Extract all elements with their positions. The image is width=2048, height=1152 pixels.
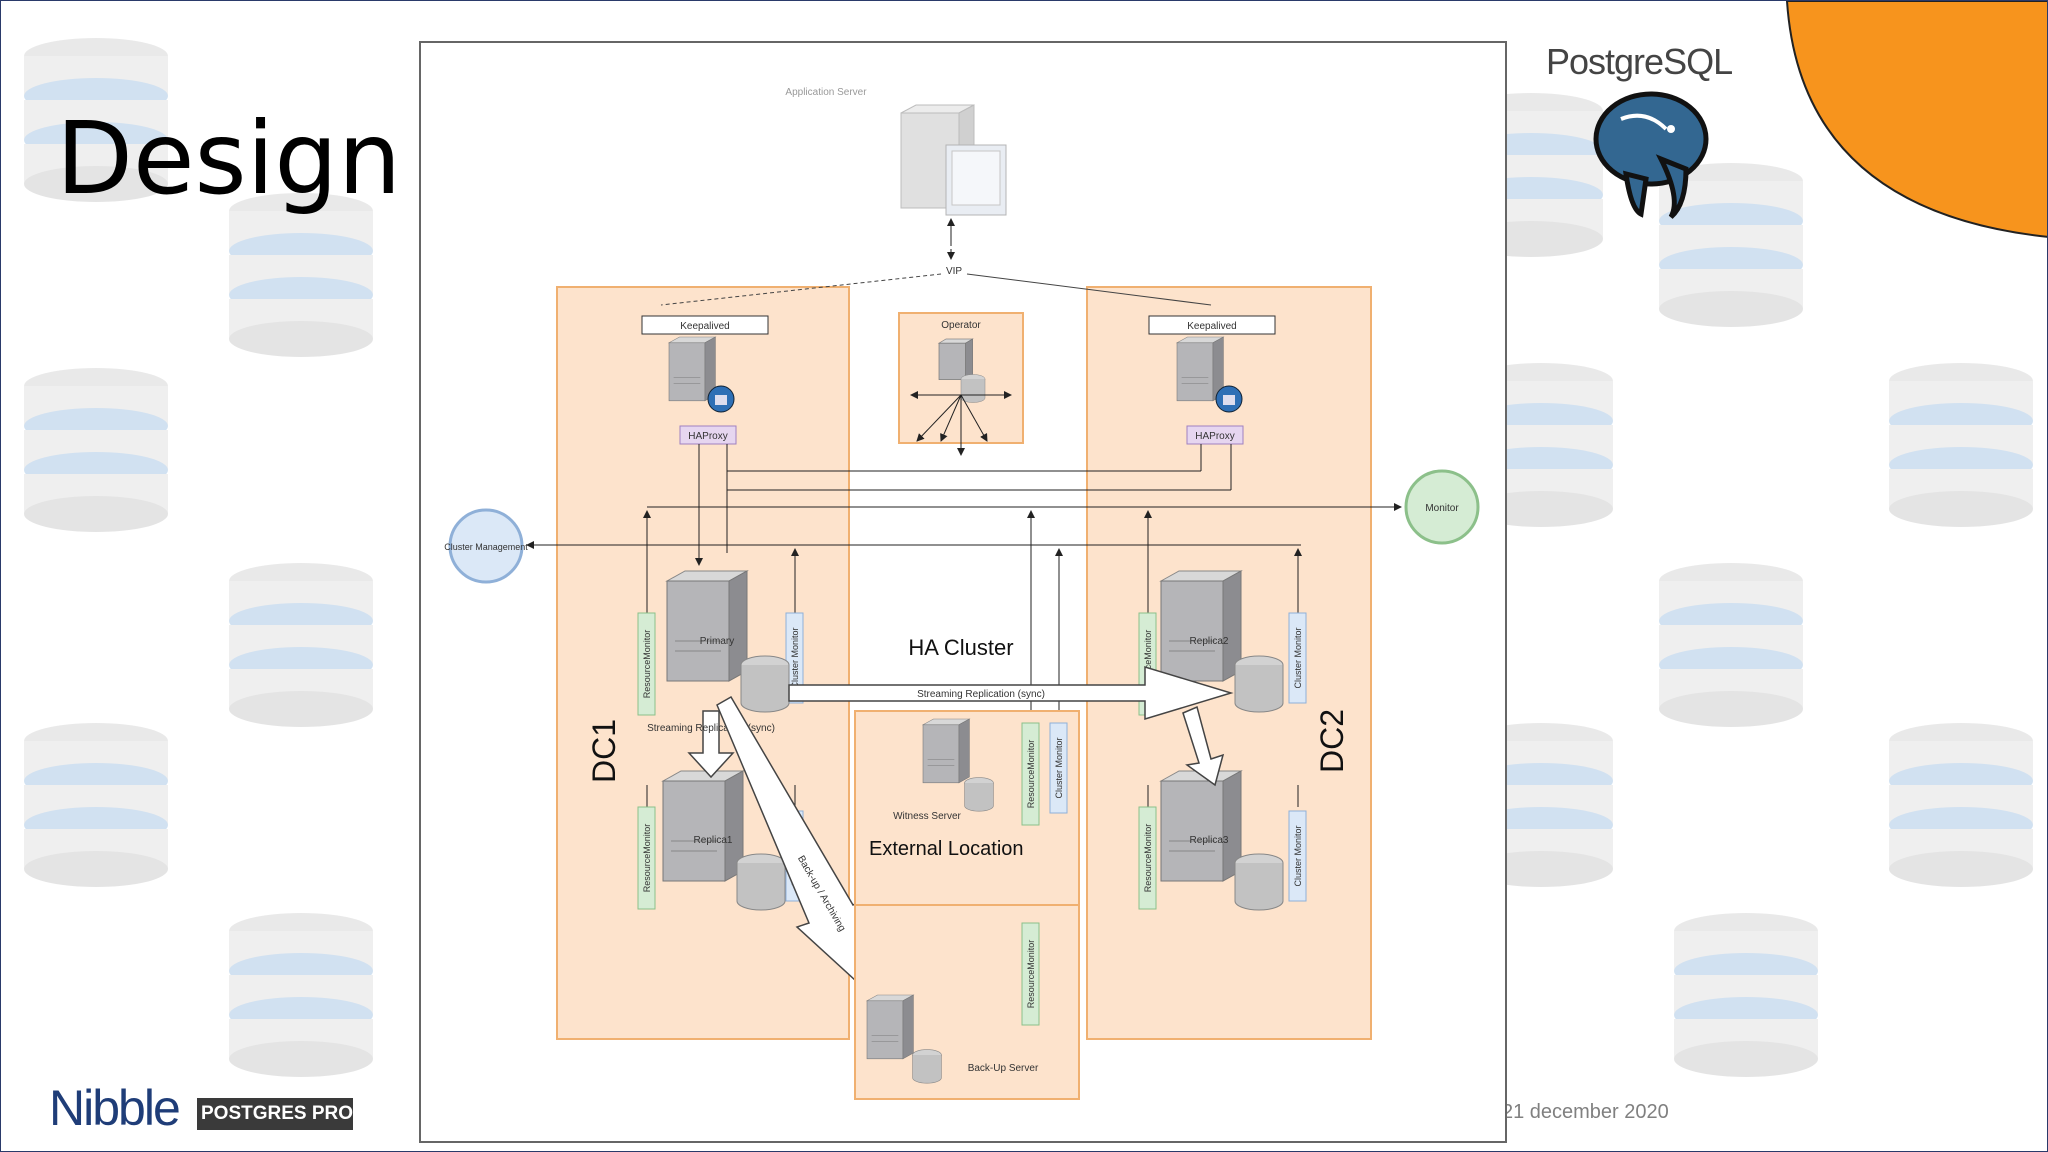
operator-label: Operator [941,320,981,331]
backup-server-label: Back-Up Server [968,1063,1039,1074]
haproxy-right-label: HAProxy [1195,431,1234,442]
cluster-monitor-label: Cluster Monitor [1054,737,1064,798]
architecture-diagram: Application Server VIP DC1 DC2 Operator [419,41,1507,1143]
orange-corner-shape [1785,1,2047,238]
primary-label: Primary [700,636,734,647]
monitor-label: Monitor [1425,503,1459,514]
cluster-management-label: Cluster Management [444,542,528,552]
backup-server-icon [866,994,914,1060]
keepalived-right-box [1148,315,1276,335]
postgresql-logo-text: PostgreSQL [1546,41,1733,82]
slide-title: Design [56,100,402,217]
replication-arrow-replica2-to-replica3 [1182,705,1225,787]
resource-monitor-tag [637,612,656,716]
cluster-management-node [448,508,524,584]
operator-db-icon [960,374,986,403]
resource-monitor-label: ResourceMonitor [1143,824,1153,893]
cluster-monitor-tag [1288,810,1307,902]
nibble-logo: Nibble [49,1080,181,1136]
architecture-diagram-canvas: Application Server VIP DC1 DC2 Operator [444,87,1480,1100]
cluster-monitor-label: Cluster Monitor [1293,825,1303,886]
resource-monitor-tag [1021,722,1040,826]
keepalived-right-label: Keepalived [1187,321,1236,332]
cluster-monitor-tag [1049,722,1068,814]
replica3-server-icon [1160,770,1242,882]
replica3-label: Replica3 [1190,835,1229,846]
primary-db-icon [740,655,790,713]
replica2-server-icon [1160,570,1242,682]
resource-monitor-tag [637,806,656,910]
vip-label: VIP [946,266,962,277]
replica1-label: Replica1 [694,835,733,846]
replica1-server-icon [662,770,744,882]
witness-db-icon [964,777,994,812]
dc1-label: DC1 [586,719,622,783]
monitor-node [1404,469,1480,545]
external-location-label: External Location [869,838,1024,860]
cluster-monitor-label: Cluster Monitor [790,627,800,688]
cluster-monitor-tag [785,612,804,704]
replica3-db-icon [1234,853,1284,911]
haproxy-left-label: HAProxy [688,431,727,442]
streaming-replication-vertical-label: Streaming Replication (sync) [647,723,775,734]
resource-monitor-label: ResourceMonitor [642,824,652,893]
resource-monitor-label: ResourceMonitor [1026,940,1036,1009]
backup-db-icon [912,1049,942,1084]
replica1-db-icon [736,853,786,911]
application-server-icon [900,104,1007,216]
resource-monitor-label: ResourceMonitor [1143,630,1153,699]
cluster-monitor-tag [1288,612,1307,704]
witness-server-icon [922,718,970,784]
application-server-label: Application Server [785,87,867,98]
haproxy-left-server-icon [668,336,716,402]
haproxy-right-server-icon [1176,336,1224,402]
nibble-tagline: POSTGRES PROFESSIONALS [197,1098,353,1130]
streaming-replication-down-arrow [687,710,735,779]
cluster-monitor-label: Cluster Monitor [1293,627,1303,688]
streaming-replication-horizontal-label: Streaming Replication (sync) [917,689,1045,700]
replica2-label: Replica2 [1190,636,1229,647]
haproxy-left-box [679,425,737,445]
resource-monitor-label: ResourceMonitor [642,630,652,699]
operator-server-icon [938,338,973,380]
ha-cluster-label: HA Cluster [908,635,1013,660]
keepalived-left-box [641,315,769,335]
primary-server-icon [666,570,748,682]
resource-monitor-tag [1021,922,1040,1026]
witness-server-label: Witness Server [893,811,961,822]
resource-monitor-tag [1138,806,1157,910]
replica2-db-icon [1234,655,1284,713]
streaming-replication-arrow [788,665,1234,721]
haproxy-right-box [1186,425,1244,445]
keepalived-left-label: Keepalived [680,321,729,332]
postgresql-elephant-icon [1593,91,1709,219]
dc2-label: DC2 [1314,709,1350,773]
resource-monitor-label: ResourceMonitor [1026,740,1036,809]
